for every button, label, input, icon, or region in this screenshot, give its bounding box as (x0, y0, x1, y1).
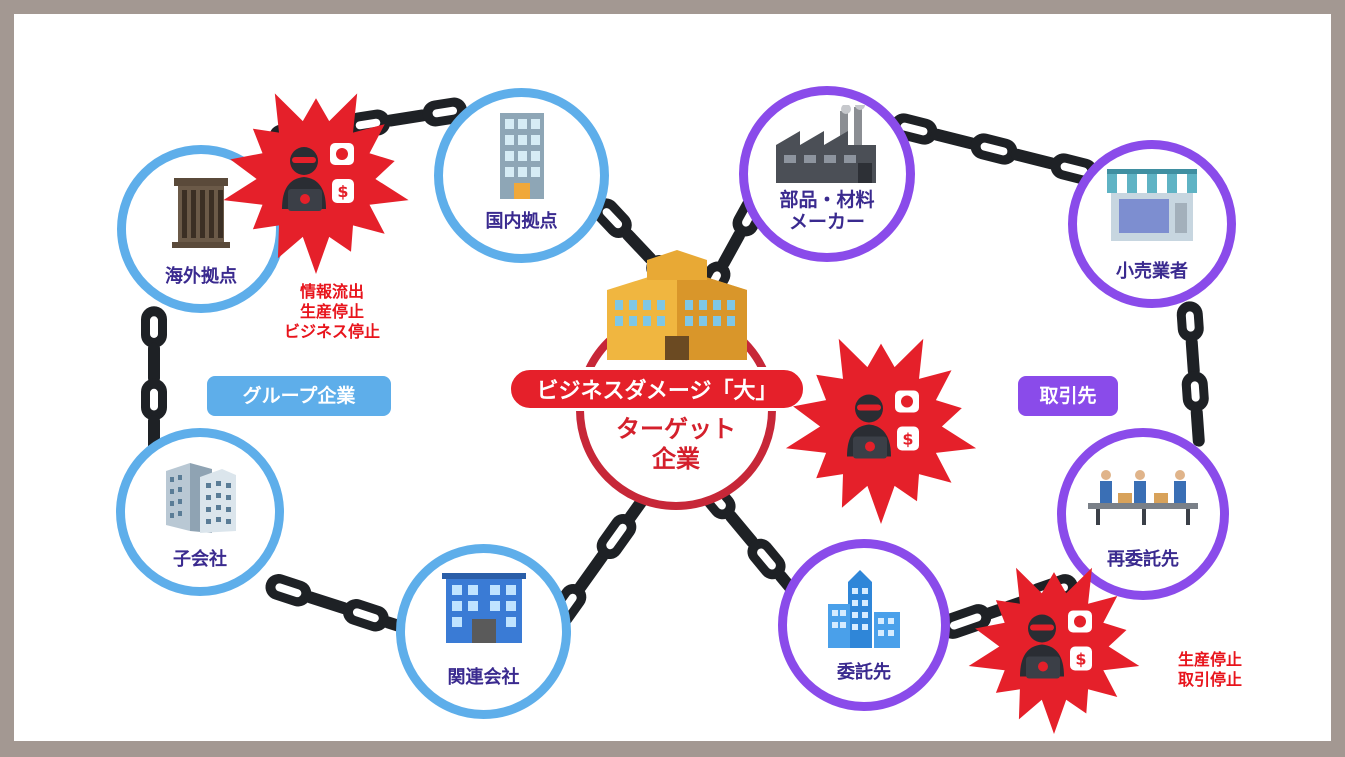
cyber-attack-burst-icon: $ (223, 93, 409, 274)
chain-link (1185, 336, 1200, 377)
chain-link (1181, 371, 1209, 412)
chain-link (148, 342, 160, 385)
node-contractor-label: 委託先 (837, 662, 891, 683)
target-building-icon (607, 250, 747, 360)
svg-text:$: $ (337, 182, 348, 201)
chain-link (970, 133, 1018, 165)
chain-link (304, 591, 350, 615)
hacker-icon: $ (847, 390, 919, 459)
chain-link (1010, 148, 1058, 170)
chain-link (265, 574, 312, 607)
node-subsidiary-label: 子会社 (173, 549, 227, 570)
chain-link (930, 128, 978, 150)
node-domestic-label: 国内拠点 (485, 211, 558, 232)
partners-label: 取引先 (1018, 376, 1118, 416)
chain-link (717, 229, 746, 269)
node-parts-maker: 部品・材料メーカー (739, 86, 915, 262)
office-block-icon (441, 573, 526, 643)
svg-text:$: $ (1075, 650, 1086, 669)
impact-text-right: 生産停止 取引停止 (1160, 650, 1260, 690)
workers-conveyor-icon (1088, 470, 1198, 525)
damage-banner: ビジネスダメージ「大」 (508, 367, 806, 411)
chain-link (342, 599, 389, 632)
node-affiliate-label: 関連会社 (447, 667, 520, 688)
impact-text-left: 情報流出 生産停止 ビジネス停止 (262, 282, 402, 342)
impact-line: ビジネス停止 (283, 322, 380, 341)
factory-icon (776, 105, 876, 183)
chain-link (574, 550, 609, 593)
node-parts-maker-label: 部品・材料メーカー (779, 189, 875, 233)
node-subcontractor: 再委託先 (1057, 428, 1229, 600)
target-company-label: ターゲット企業 (616, 415, 736, 473)
hacker-icon: $ (1020, 610, 1092, 679)
chain-link (384, 109, 429, 127)
chain-link (747, 538, 786, 580)
diagram-canvas: ビジネスダメージ「大」 ターゲット企業 グループ企業 取引先 海外拠点 国内拠点 (14, 14, 1331, 741)
hacker-icon: $ (282, 143, 354, 211)
node-domestic: 国内拠点 (434, 88, 609, 263)
chain-link (724, 510, 759, 548)
chain-link (596, 513, 637, 560)
node-retailer-label: 小売業者 (1116, 261, 1188, 282)
node-contractor: 委託先 (778, 539, 950, 711)
svg-text:$: $ (902, 430, 913, 449)
cyber-attack-burst-icon: $ (968, 567, 1140, 734)
office-tower-icon (499, 113, 544, 199)
group-companies-label: グループ企業 (207, 376, 391, 416)
chain-link (1176, 301, 1204, 342)
node-overseas: 海外拠点 (117, 145, 285, 313)
node-subcontractor-label: 再委託先 (1107, 549, 1179, 570)
chain-link (141, 306, 167, 348)
cyber-attack-burst-icon: $ (785, 338, 977, 524)
chain-link (621, 228, 657, 265)
chain-link (141, 378, 167, 421)
impact-line: 生産停止 (1177, 650, 1242, 669)
chain-link (1190, 406, 1205, 447)
node-overseas-label: 海外拠点 (165, 266, 237, 287)
node-subsidiary: 子会社 (116, 428, 284, 596)
impact-line: 取引停止 (1177, 670, 1242, 689)
skyscraper-icon (828, 570, 900, 648)
office-buildings-icon (166, 463, 236, 533)
classical-building-icon (172, 178, 230, 248)
impact-line: 情報流出 (299, 282, 364, 301)
impact-line: 生産停止 (299, 302, 364, 321)
storefront-icon (1107, 169, 1197, 241)
node-affiliate: 関連会社 (396, 544, 571, 719)
node-retailer: 小売業者 (1068, 140, 1236, 308)
